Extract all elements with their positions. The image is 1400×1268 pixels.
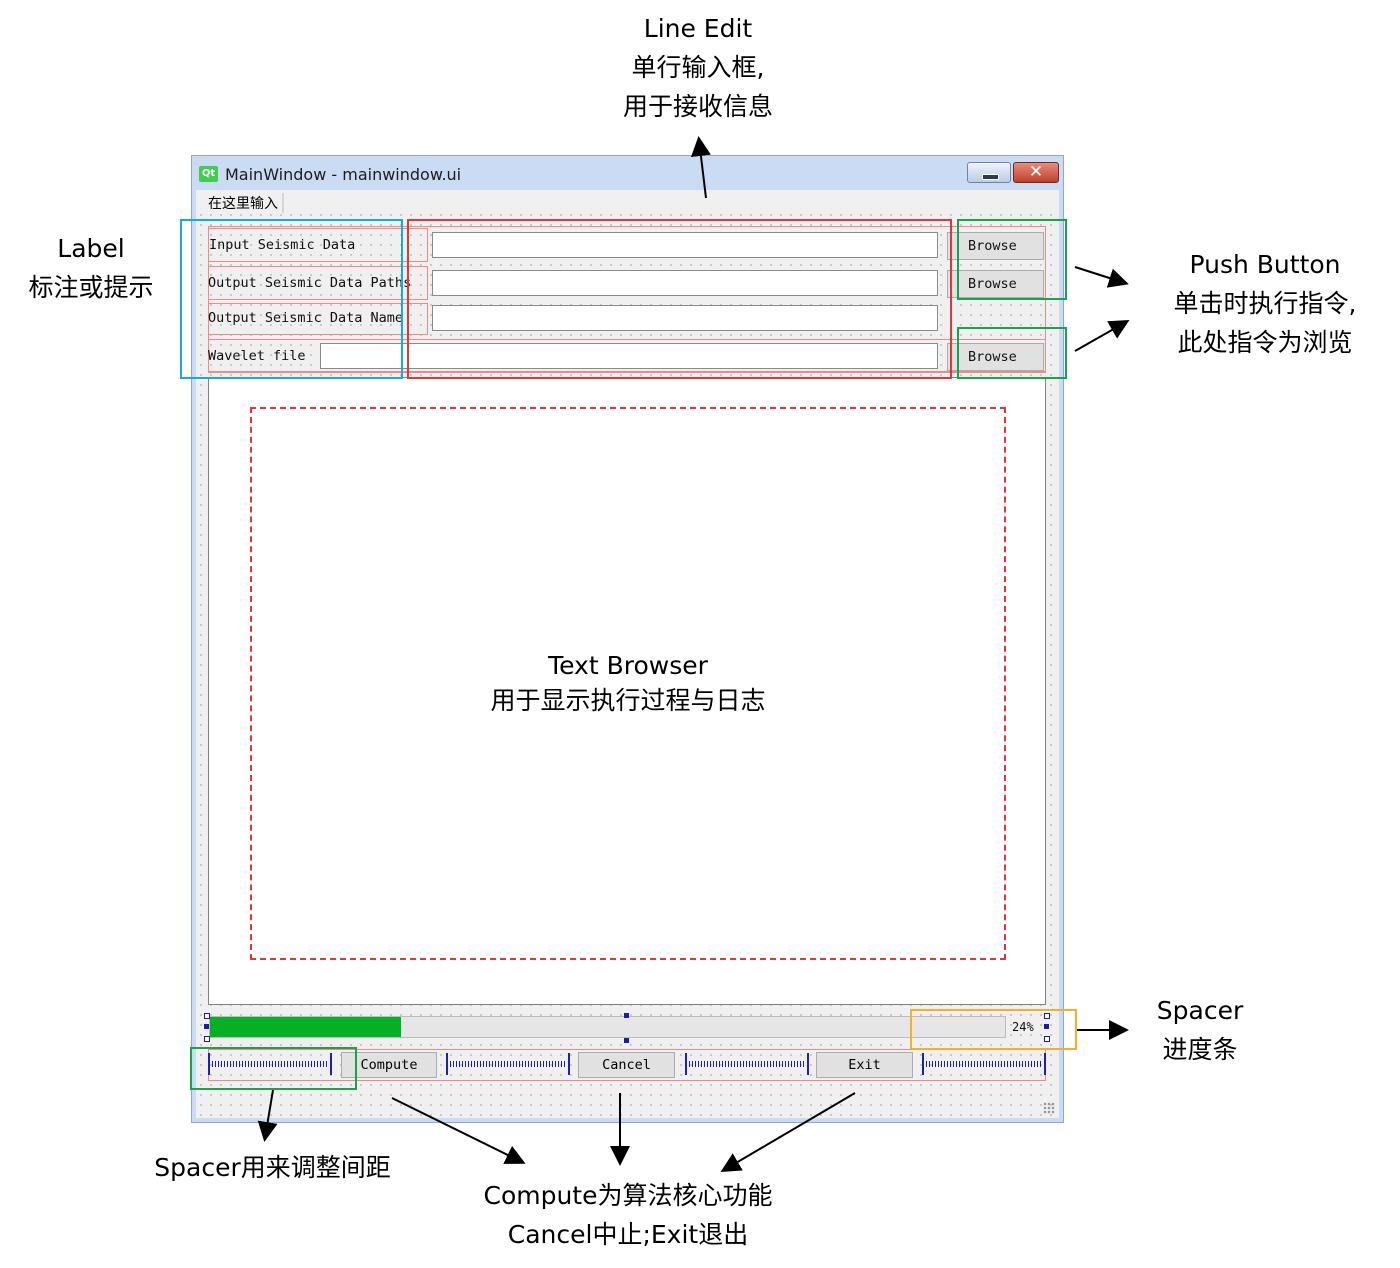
annotation-spacer-spacing-text: Spacer用来调整间距 xyxy=(154,1153,391,1182)
spacer-middle-right xyxy=(685,1053,809,1075)
annotation-line-edit-line2: 用于接收信息 xyxy=(622,92,773,121)
selection-handle-icon xyxy=(624,1038,629,1043)
menu-bar: 在这里输入 xyxy=(196,190,1059,213)
annotation-line-edit-line1: 单行输入框, xyxy=(631,53,765,82)
annotation-label-title: Label xyxy=(57,234,125,263)
annotation-label: Label 标注或提示 xyxy=(6,229,176,307)
cancel-button[interactable]: Cancel xyxy=(578,1052,675,1078)
selection-handle-icon xyxy=(204,1036,210,1042)
annotation-line-edit: Line Edit 单行输入框, 用于接收信息 xyxy=(598,9,798,126)
input-seismic-data-label: Input Seismic Data xyxy=(209,237,356,253)
annotation-line-edit-title: Line Edit xyxy=(643,14,753,43)
selection-handle-icon xyxy=(1044,1036,1050,1042)
text-browser[interactable] xyxy=(208,377,1046,1005)
annotation-push-button-title: Push Button xyxy=(1189,250,1341,279)
output-seismic-data-name-label: Output Seismic Data Name xyxy=(208,310,404,326)
selection-handle-icon xyxy=(204,1024,209,1029)
menu-type-here[interactable]: 在这里输入 xyxy=(204,193,284,213)
annotation-compute-line2: Cancel中止;Exit退出 xyxy=(507,1220,749,1249)
arrow-push-button-top xyxy=(1074,266,1129,288)
progress-percent: 24% xyxy=(1012,1020,1034,1034)
spacer-middle-left xyxy=(446,1053,570,1075)
wavelet-file-field[interactable] xyxy=(320,343,938,369)
central-widget: 在这里输入 Input Seismic Data Browse Output S… xyxy=(196,190,1059,1118)
minimize-icon xyxy=(982,174,999,180)
row3-label-frame xyxy=(208,303,428,335)
output-seismic-data-paths-label: Output Seismic Data Paths xyxy=(208,275,412,291)
output-seismic-data-paths-browse-button[interactable]: Browse xyxy=(947,270,1044,298)
annotation-compute-line1: Compute为算法核心功能 xyxy=(483,1181,773,1210)
annotation-spacer-progress-line1: 进度条 xyxy=(1162,1035,1238,1064)
compute-button[interactable]: Compute xyxy=(341,1052,437,1078)
annotation-text-browser: Text Browser 用于显示执行过程与日志 xyxy=(450,648,806,718)
qt-logo-icon: Qt xyxy=(199,166,218,182)
selection-handle-icon xyxy=(1044,1013,1050,1019)
row2-label-frame xyxy=(208,266,428,300)
selection-handle-icon xyxy=(624,1013,629,1018)
annotation-label-line1: 标注或提示 xyxy=(28,273,154,302)
title-bar[interactable]: Qt MainWindow - mainwindow.ui ✕ xyxy=(192,156,1063,190)
arrow-push-button-bottom xyxy=(1074,320,1130,352)
output-seismic-data-paths-field[interactable] xyxy=(432,270,938,296)
annotation-push-button-line2: 此处指令为浏览 xyxy=(1177,328,1353,357)
progress-bar xyxy=(209,1016,1006,1038)
selection-handle-icon xyxy=(1044,1024,1049,1029)
close-button[interactable]: ✕ xyxy=(1013,162,1059,183)
annotation-text-browser-line1: 用于显示执行过程与日志 xyxy=(490,686,766,715)
annotation-spacer-progress-title: Spacer xyxy=(1156,996,1244,1025)
annotation-push-button: Push Button 单击时执行指令, 此处指令为浏览 xyxy=(1140,245,1390,362)
size-grip-icon[interactable] xyxy=(1043,1102,1055,1114)
annotation-compute: Compute为算法核心功能 Cancel中止;Exit退出 xyxy=(458,1176,798,1254)
wavelet-file-browse-button[interactable]: Browse xyxy=(947,343,1044,371)
annotation-push-button-line1: 单击时执行指令, xyxy=(1173,289,1357,318)
annotation-spacer-spacing: Spacer用来调整间距 xyxy=(130,1148,415,1187)
annotation-spacer-progress: Spacer 进度条 xyxy=(1130,991,1270,1069)
row1-label-frame xyxy=(208,228,428,262)
wavelet-file-label: Wavelet file xyxy=(208,348,306,364)
annotation-text-browser-title: Text Browser xyxy=(548,651,708,680)
exit-button[interactable]: Exit xyxy=(816,1052,913,1078)
row4-frame xyxy=(208,339,1046,373)
input-seismic-data-browse-button[interactable]: Browse xyxy=(947,232,1044,260)
spacer-left xyxy=(208,1053,332,1075)
selection-handle-icon xyxy=(204,1013,210,1019)
minimize-button[interactable] xyxy=(967,162,1011,183)
output-seismic-data-name-field[interactable] xyxy=(432,305,938,331)
window-title: MainWindow - mainwindow.ui xyxy=(225,165,462,184)
progress-fill xyxy=(210,1017,401,1037)
spacer-right xyxy=(922,1053,1046,1075)
main-window: Qt MainWindow - mainwindow.ui ✕ 在这里输入 In… xyxy=(191,155,1064,1123)
input-seismic-data-field[interactable] xyxy=(432,232,938,258)
